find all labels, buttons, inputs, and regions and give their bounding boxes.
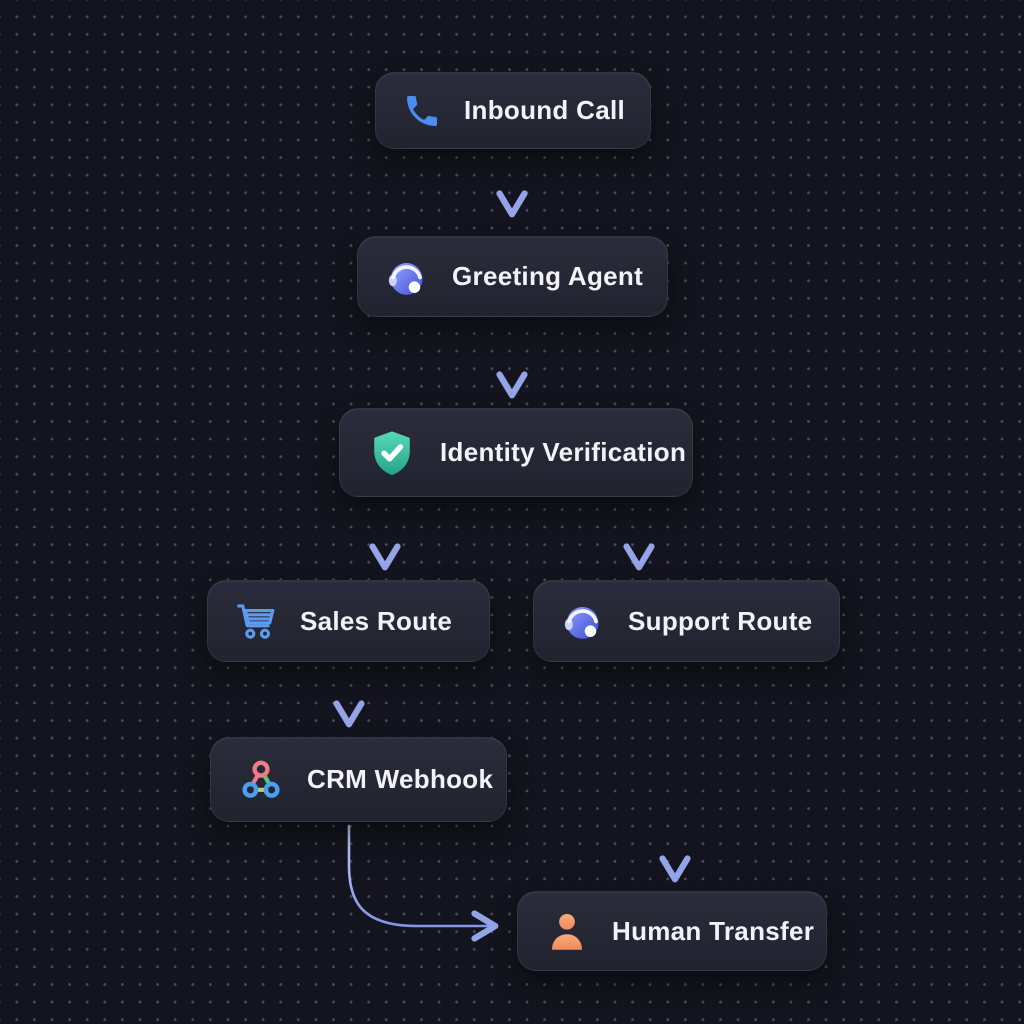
node-label: CRM Webhook bbox=[307, 764, 494, 794]
node-support-route[interactable]: Support Route bbox=[533, 580, 840, 662]
node-label: Identity Verification bbox=[440, 437, 687, 467]
shopping-cart-icon bbox=[234, 599, 278, 643]
headset-icon bbox=[384, 254, 430, 300]
node-label: Greeting Agent bbox=[452, 261, 644, 291]
webhook-icon bbox=[237, 756, 285, 804]
node-human-transfer[interactable]: Human Transfer bbox=[517, 891, 827, 971]
node-label: Human Transfer bbox=[612, 915, 815, 946]
node-identity-verification[interactable]: Identity Verification bbox=[339, 408, 693, 497]
node-label: Sales Route bbox=[300, 605, 453, 636]
node-sales-route[interactable]: Sales Route bbox=[207, 580, 490, 662]
node-label: Inbound Call bbox=[464, 95, 626, 125]
node-crm-webhook[interactable]: CRM Webhook bbox=[210, 737, 507, 822]
node-inbound-call[interactable]: Inbound Call bbox=[375, 72, 651, 149]
shield-check-icon bbox=[366, 427, 418, 479]
person-icon bbox=[544, 908, 590, 954]
node-label: Support Route bbox=[628, 605, 813, 636]
phone-icon bbox=[402, 91, 442, 131]
node-greeting-agent[interactable]: Greeting Agent bbox=[357, 236, 668, 317]
edge-webhook-to-human bbox=[347, 824, 499, 942]
headset-icon bbox=[560, 598, 606, 644]
